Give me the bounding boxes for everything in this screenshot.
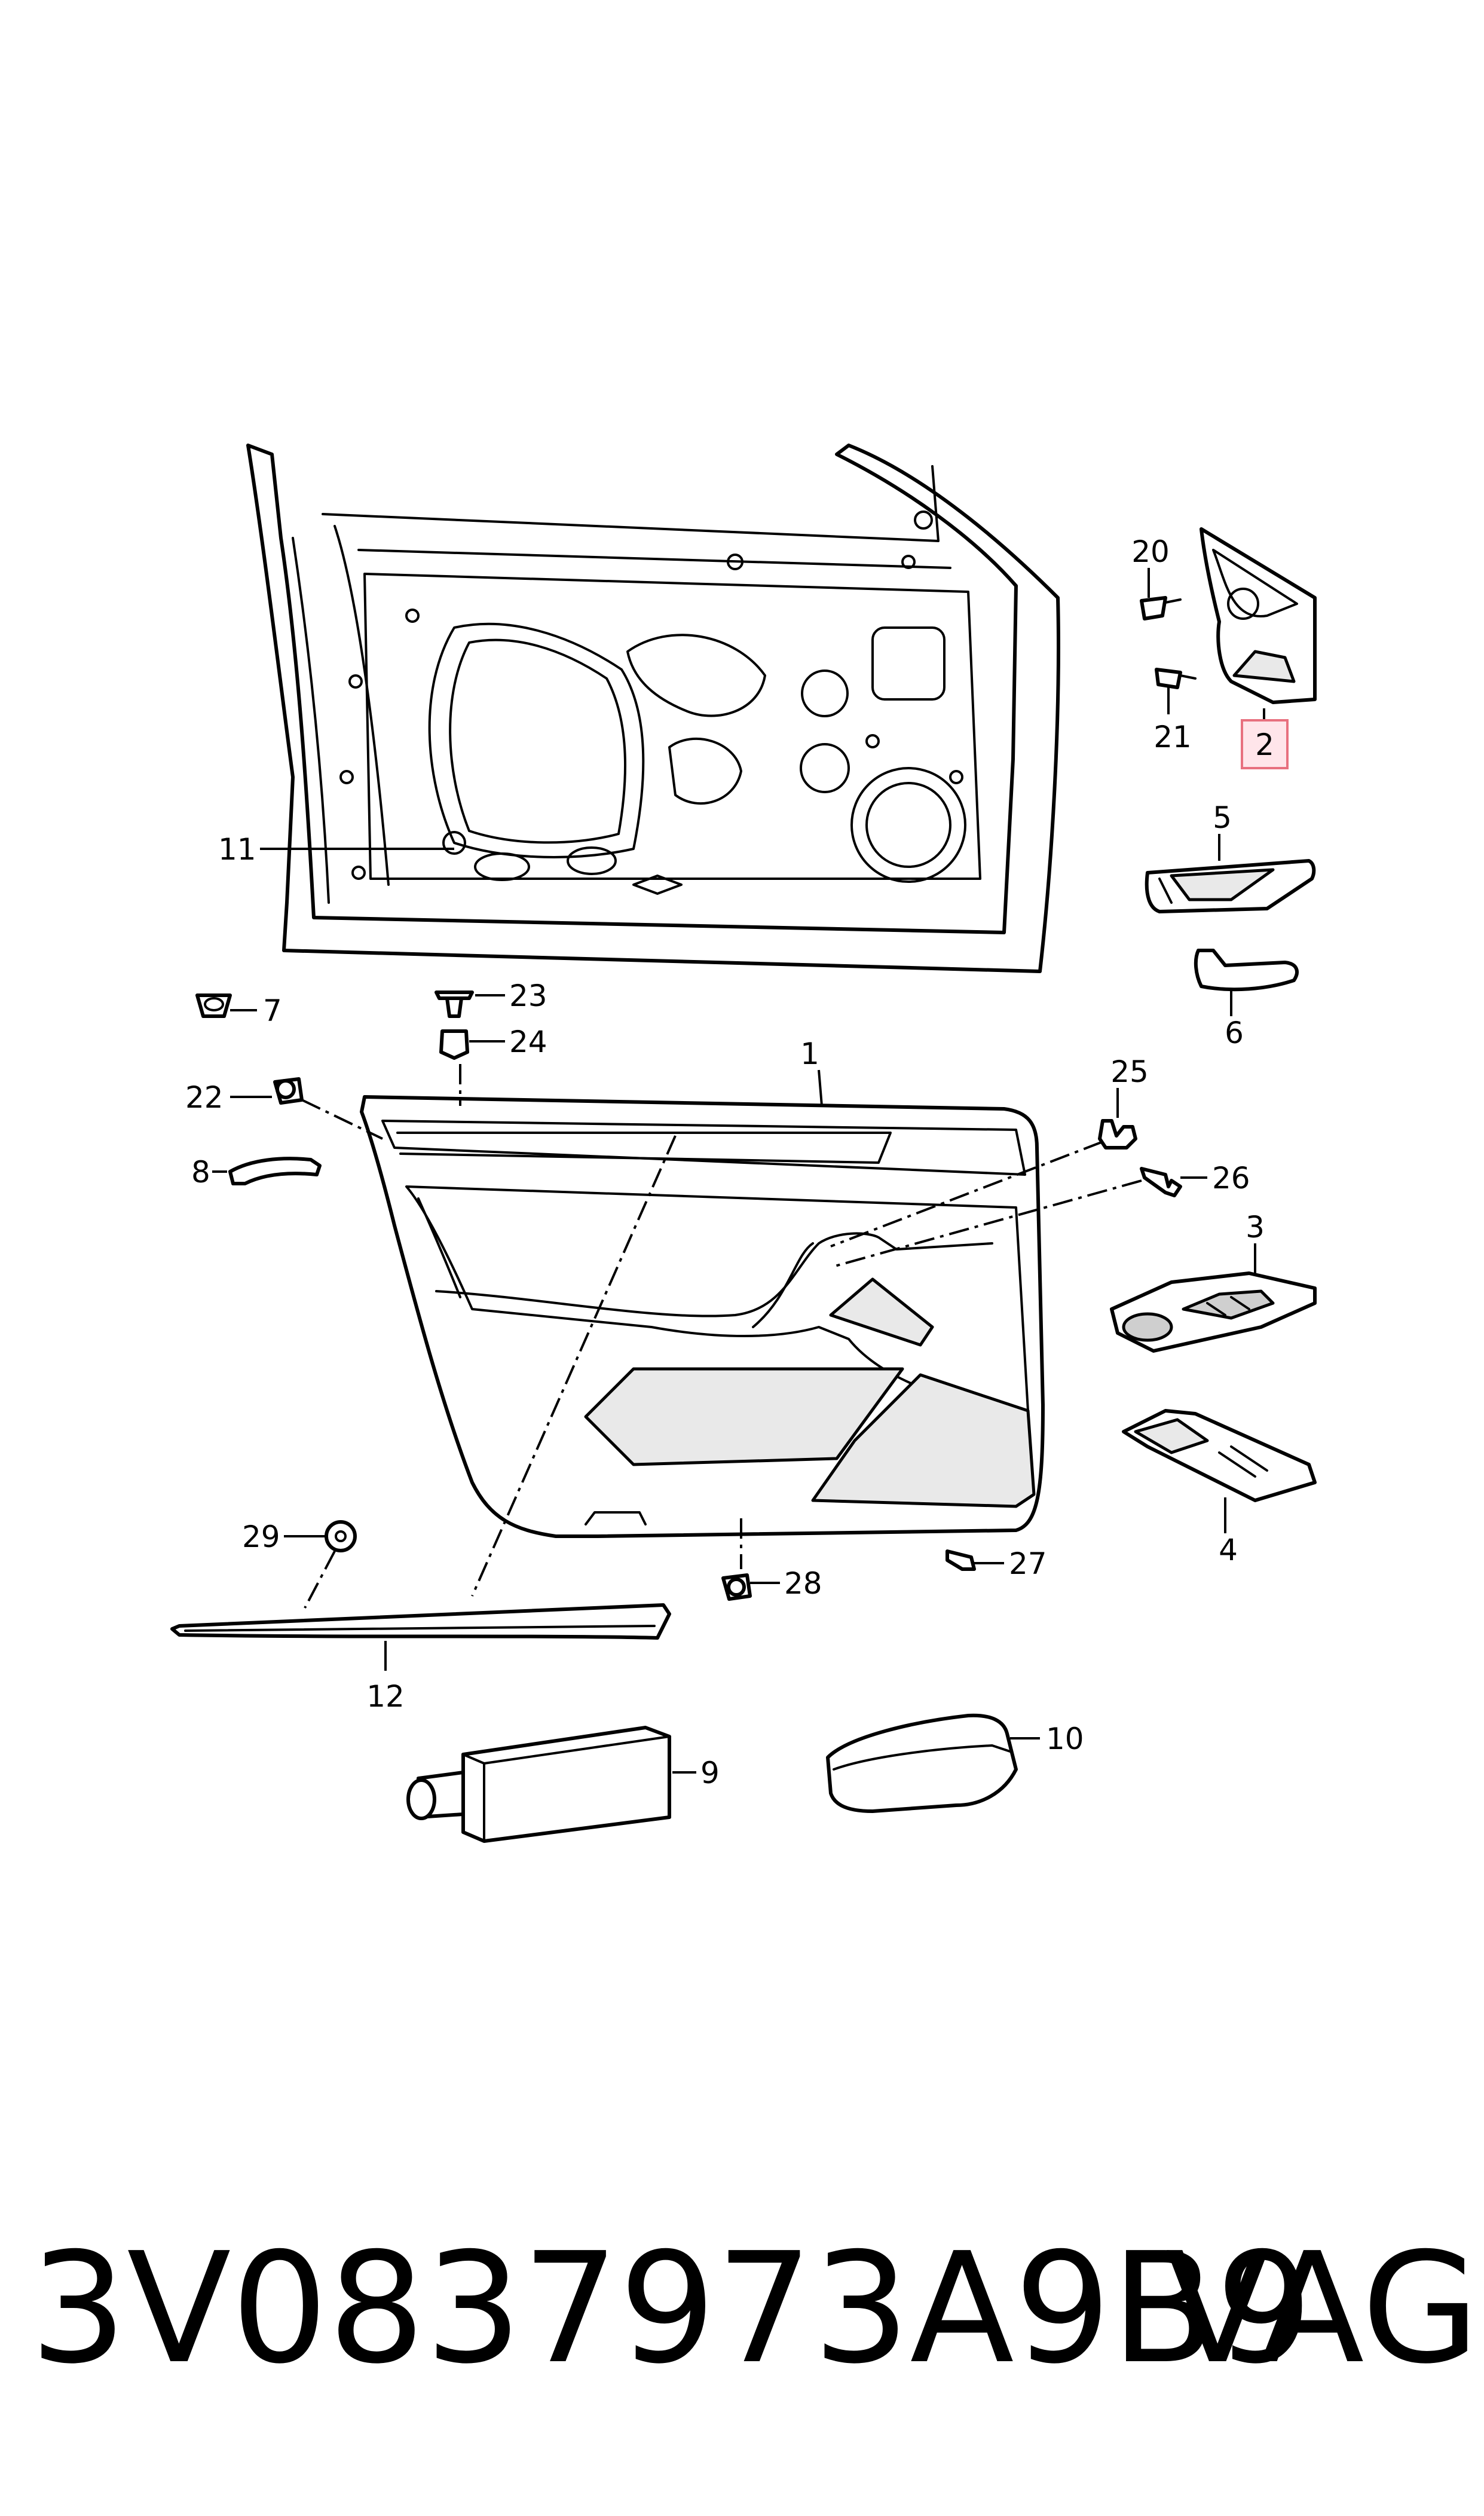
part-mirror-cover <box>1200 527 1317 704</box>
part-number-text: 3V0837973A9B9 <box>30 2220 1312 2398</box>
callout-26: 26 <box>1212 1161 1250 1196</box>
highlight-box <box>1241 719 1289 769</box>
leader-lines <box>212 568 1265 1774</box>
callout-6: 6 <box>1225 1016 1244 1050</box>
fastener-21 <box>1155 668 1197 689</box>
part-switch-bezel <box>1110 1271 1317 1353</box>
callout-20: 20 <box>1131 534 1170 569</box>
callout-11: 11 <box>218 832 256 867</box>
callout-24: 24 <box>509 1025 547 1059</box>
callout-3: 3 <box>1246 1210 1265 1245</box>
callout-23: 23 <box>509 979 547 1013</box>
part-trim-strip <box>1194 949 1299 992</box>
callout-27: 27 <box>1009 1546 1047 1581</box>
part-cushion-pad <box>826 1713 1018 1813</box>
fastener-24 <box>439 1029 469 1060</box>
door-inner-frame <box>246 444 1060 973</box>
callout-8: 8 <box>191 1155 210 1190</box>
callout-2: 2 <box>1255 727 1274 762</box>
door-trim-panel <box>360 1095 1045 1538</box>
callout-29: 29 <box>242 1520 280 1554</box>
part-block-module <box>406 1726 671 1843</box>
callout-labels: 1 2 3 4 5 6 7 8 9 10 11 12 20 21 22 23 2… <box>185 534 1274 1790</box>
callout-12: 12 <box>366 1679 405 1714</box>
fastener-22 <box>273 1077 304 1105</box>
callout-28: 28 <box>784 1566 822 1601</box>
fastener-7 <box>195 993 232 1018</box>
callout-4: 4 <box>1219 1533 1238 1567</box>
fastener-26 <box>1140 1167 1182 1197</box>
fastener-25 <box>1098 1119 1137 1150</box>
callout-7: 7 <box>263 993 282 1028</box>
callout-22: 22 <box>185 1080 224 1115</box>
part-lower-trim-strip <box>170 1603 671 1640</box>
brand-text: VAG <box>1165 2220 1480 2398</box>
callout-1: 1 <box>800 1037 819 1071</box>
callout-21: 21 <box>1153 720 1192 754</box>
callout-5: 5 <box>1213 800 1232 835</box>
callout-25: 25 <box>1110 1054 1149 1089</box>
fastener-23 <box>435 990 474 1018</box>
part-armrest <box>1122 1409 1317 1502</box>
callout-10: 10 <box>1046 1722 1084 1756</box>
assembly-dashed-lines <box>301 1064 1142 1609</box>
fastener-27 <box>946 1549 976 1571</box>
fastener-28 <box>721 1573 752 1601</box>
fastener-20 <box>1140 596 1182 620</box>
fastener-29 <box>325 1520 357 1552</box>
part-handle-cover <box>1145 859 1316 913</box>
fastener-8 <box>228 1157 322 1185</box>
callout-9: 9 <box>700 1756 720 1790</box>
